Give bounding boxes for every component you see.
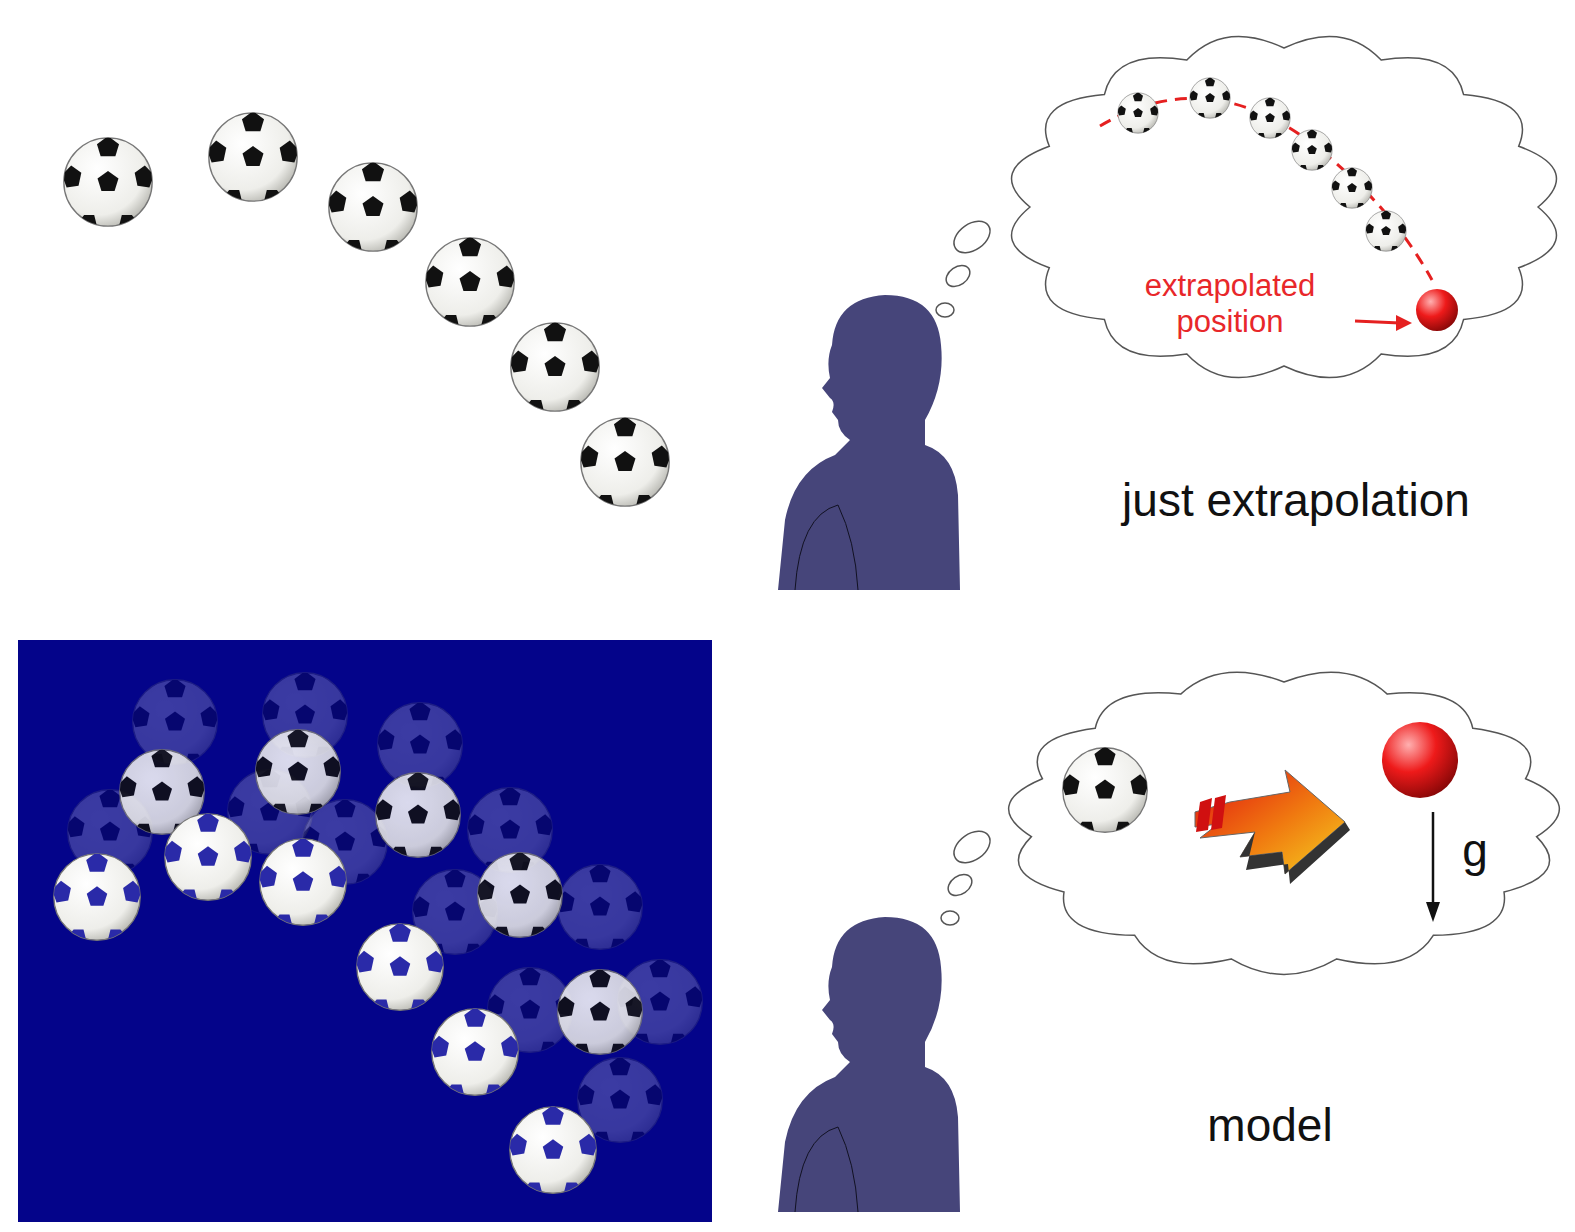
soccer-ball [374, 771, 462, 864]
silhouette-body [778, 295, 960, 590]
soccer-ball [1249, 97, 1291, 142]
arrow-stripe [1211, 795, 1226, 830]
gravity-arrow [1432, 812, 1435, 907]
arrow-shadow [1240, 822, 1350, 884]
cloud-shape [1012, 36, 1557, 377]
bubble [948, 825, 996, 869]
cloud-outline [1000, 18, 1568, 396]
silhouette-arm [795, 1127, 858, 1212]
soccer-ball [355, 922, 445, 1017]
leader-arrow [1355, 321, 1400, 323]
overlapping-balls [52, 671, 704, 1200]
bubble [941, 911, 959, 925]
soccer-ball [556, 968, 644, 1061]
extrapolated-ball [1416, 289, 1458, 331]
node-text: g [1455, 824, 1495, 877]
arrowhead [1426, 902, 1440, 922]
node-text: extrapolated position [1112, 268, 1348, 339]
bubble [944, 870, 976, 900]
bubble [948, 215, 996, 259]
caption-label: just extrapolation [1122, 473, 1470, 527]
soccer-ball [1117, 92, 1159, 137]
soccer-ball [1331, 167, 1373, 212]
silhouette-body [778, 917, 960, 1212]
soccer-ball [163, 812, 253, 907]
silhouette-arm [795, 505, 858, 590]
soccer-ball [1061, 746, 1149, 839]
soccer-ball [254, 728, 342, 821]
arrowhead [1396, 315, 1412, 331]
soccer-ball [579, 416, 671, 514]
thought-cloud: g [1000, 652, 1568, 992]
model-sphere [1382, 722, 1458, 798]
thought-cloud: extrapolated position [1000, 18, 1568, 396]
person-silhouette [778, 917, 960, 1212]
soccer-ball [509, 321, 601, 419]
thought-bubbles [936, 215, 996, 925]
soccer-ball [1365, 210, 1407, 255]
soccer-ball [52, 852, 142, 947]
soccer-ball [258, 837, 348, 932]
cloud-outline [1000, 652, 1568, 992]
arrow-stripe [1196, 798, 1212, 832]
soccer-ball [327, 161, 419, 259]
soccer-ball [424, 236, 516, 334]
blue-panel [18, 640, 712, 1222]
bubble [936, 303, 954, 317]
soccer-ball [556, 863, 644, 956]
soccer-ball [207, 111, 299, 209]
soccer-ball-sequence [62, 111, 671, 514]
soccer-ball [508, 1105, 598, 1200]
soccer-ball [476, 851, 564, 944]
soccer-ball [1189, 77, 1231, 122]
bubble [942, 261, 974, 291]
cloud-shape [1009, 672, 1560, 974]
soccer-ball [1291, 129, 1333, 174]
person-silhouette [778, 295, 960, 590]
caption-label: model [1207, 1098, 1332, 1152]
soccer-ball [430, 1007, 520, 1102]
soccer-ball [62, 136, 154, 234]
